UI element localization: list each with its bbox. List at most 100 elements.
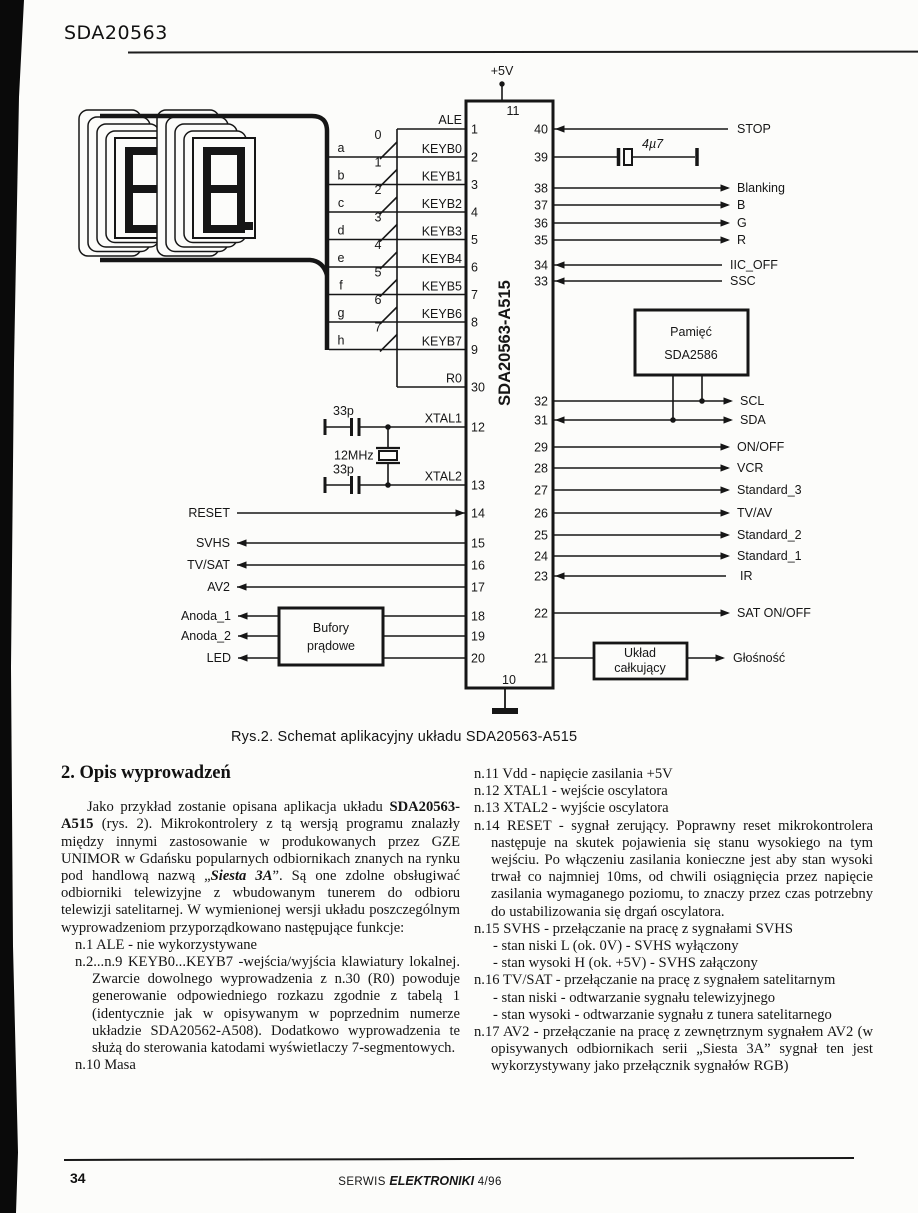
pin-number: 10	[502, 673, 516, 687]
switch-icon	[379, 223, 398, 243]
switch-icon	[379, 306, 398, 325]
supply-label: +5V	[491, 64, 514, 78]
page-number: 34	[70, 1170, 86, 1186]
pin-number: 39	[534, 151, 548, 165]
arrow-icon	[238, 612, 248, 620]
pin-number: 4	[471, 206, 478, 220]
pin-label: KEYB3	[422, 225, 462, 239]
pin-description-item: n.11 Vdd - napięcie zasilania +5V	[474, 766, 673, 782]
arrow-icon	[720, 219, 730, 227]
pin-number: 26	[534, 507, 548, 521]
section-title: 2. Opis wyprowadzeń	[61, 763, 231, 783]
pin-description-item: n.15 SVHS - przełączanie na pracę z sygn…	[474, 921, 873, 973]
segment-label: c	[338, 196, 344, 210]
ic-name: SDA20563-A515	[496, 280, 514, 406]
pin-description-item: n.17 AV2 - przełączanie na pracę z zewnę…	[474, 1024, 873, 1075]
segment-label: e	[338, 251, 345, 265]
pin-number: 36	[534, 217, 548, 231]
arrow-icon	[238, 654, 248, 662]
junction-dot	[699, 398, 705, 404]
signal-label: TV/AV	[737, 506, 773, 520]
pin-number: 13	[471, 479, 485, 493]
pin-description-item: n.16 TV/SAT - przełączanie na pracę z sy…	[474, 972, 873, 1024]
pin-number: 9	[471, 343, 478, 357]
switch-number: 6	[375, 293, 382, 307]
pin-description-item: n.10 Masa	[75, 1057, 136, 1074]
journal-prefix: SERWIS	[338, 1176, 386, 1188]
pin-number: 11	[507, 104, 520, 118]
arrow-icon	[237, 583, 247, 591]
pin-state-subitem: - stan wysoki H (ok. +5V) - SVHS załączo…	[493, 955, 758, 972]
pin-number: 3	[471, 178, 478, 192]
segment-label: h	[338, 334, 345, 348]
pin-number: 25	[534, 529, 548, 543]
signal-label: Anoda_2	[181, 629, 231, 643]
footer-rule	[63, 1157, 855, 1161]
pin-number: 28	[534, 462, 548, 476]
pin-label: XTAL1	[425, 412, 462, 426]
pin-number: 7	[471, 288, 478, 302]
switch-number: 2	[375, 183, 382, 197]
pin-number: 24	[534, 550, 548, 564]
switch-number: 5	[375, 266, 382, 280]
intro-brand-name: Siesta 3A	[210, 868, 273, 885]
pin-number: 27	[534, 484, 548, 498]
pin-number: 16	[471, 559, 485, 573]
pin-number: 5	[471, 233, 478, 247]
pin-description-item: n.2...n.9 KEYB0...KEYB7 -wejścia/wyjścia…	[75, 954, 460, 1057]
arrow-icon	[723, 416, 733, 424]
signal-label: Standard_2	[737, 528, 802, 542]
intro-chip-name: SDA20563-A515	[61, 799, 460, 833]
integrator-box-label: całkujący	[614, 661, 666, 675]
arrow-icon	[720, 443, 730, 451]
pin-number: 40	[534, 123, 548, 137]
signal-label: SCL	[740, 394, 764, 408]
switch-number: 3	[375, 211, 382, 225]
arrow-icon	[555, 125, 565, 133]
arrow-icon	[720, 552, 730, 560]
capacitor-symbol	[623, 148, 633, 166]
arrow-icon	[715, 654, 725, 662]
intro-text: Jako przykład zostanie opisana aplikacja…	[87, 799, 390, 816]
digit-eight-bottom-loop	[203, 185, 245, 233]
integrator-box	[592, 641, 689, 681]
pin-label: KEYB1	[422, 170, 462, 184]
decimal-point	[245, 222, 253, 230]
pin-description-item: n.14 RESET - sygnał zerujący. Poprawny r…	[474, 817, 873, 920]
pin-number: 21	[534, 652, 548, 666]
signal-label: VCR	[737, 461, 763, 475]
arrow-icon	[720, 531, 730, 539]
capacitor-value: 33p	[333, 463, 354, 477]
signal-label: SDA	[740, 413, 766, 427]
signal-label: IIC_OFF	[730, 258, 778, 272]
pin-label: KEYB0	[422, 142, 462, 156]
pin-number: 1	[471, 123, 478, 137]
pin-number: 2	[471, 151, 478, 165]
arrow-icon	[555, 261, 565, 269]
arrow-icon	[555, 416, 565, 424]
pin-state-subitem: - stan niski - odtwarzanie sygnału telew…	[493, 989, 776, 1006]
switch-number: 4	[375, 238, 382, 252]
segment-label: d	[338, 224, 345, 238]
switch-number: 0	[375, 128, 382, 142]
pin-number: 18	[471, 610, 485, 624]
arrow-icon	[455, 509, 465, 517]
pin-label: R0	[446, 372, 462, 386]
signal-label: SVHS	[196, 536, 230, 550]
journal-line: SERWIS ELEKTRONIKI 4/96	[0, 1174, 840, 1188]
signal-label: Anoda_1	[181, 609, 231, 623]
crystal-value: 12MHz	[334, 449, 374, 463]
buffer-box	[277, 606, 385, 667]
journal-name: ELEKTRONIKI	[389, 1174, 475, 1188]
switch-icon	[379, 333, 398, 353]
memory-box-label: Pamięć	[670, 325, 712, 339]
arrow-icon	[723, 397, 733, 405]
pin-number: 33	[534, 275, 548, 289]
signal-label: RESET	[188, 506, 230, 520]
arrow-icon	[237, 561, 247, 569]
pin-label: ALE	[438, 113, 462, 127]
memory-box-label: SDA2586	[664, 348, 718, 362]
signal-label: SAT ON/OFF	[737, 606, 811, 620]
